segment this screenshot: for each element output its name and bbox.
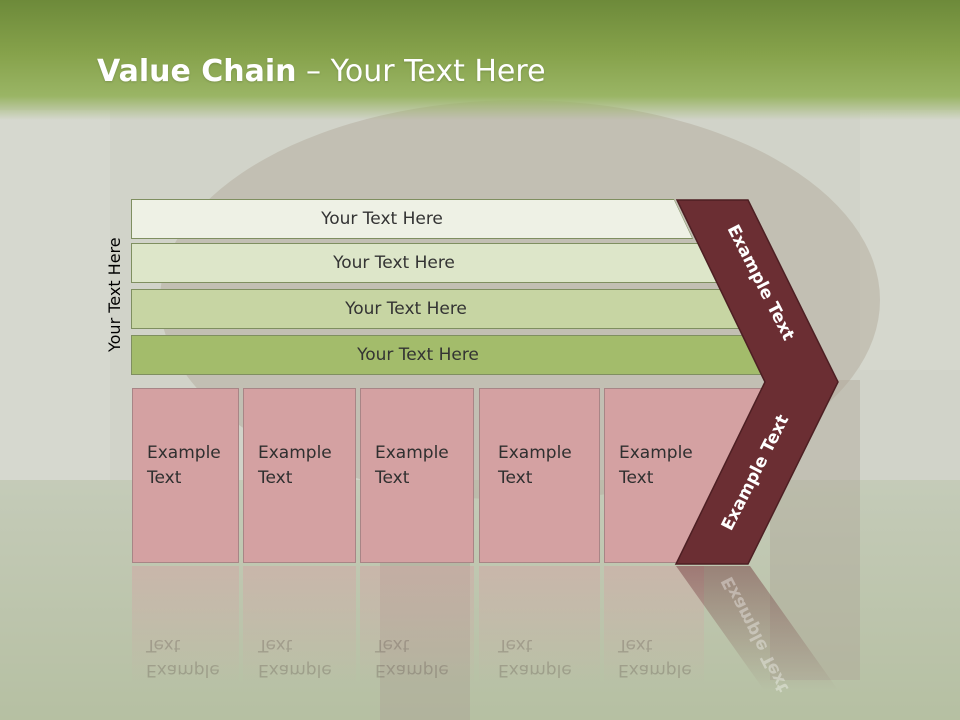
title-bold: Value Chain — [97, 54, 297, 89]
row-label: Your Text Here — [345, 299, 467, 319]
card-reflection — [479, 566, 600, 686]
title-bar — [0, 0, 960, 120]
card-reflection — [604, 566, 704, 686]
card-line2: Text — [498, 468, 533, 488]
card-line1: Example — [619, 443, 693, 463]
row-label: Your Text Here — [333, 253, 455, 273]
chevron-shape — [674, 199, 839, 565]
card-line1: Example — [147, 443, 221, 463]
card-line2: Text — [258, 468, 293, 488]
card-reflection — [243, 566, 356, 686]
card-reflection — [360, 566, 474, 686]
card-line2: Text — [619, 468, 654, 488]
card-line1: Example — [498, 443, 572, 463]
value-row-3: Your Text Here — [132, 290, 740, 328]
row-label: Your Text Here — [321, 209, 443, 229]
card-reflection — [132, 566, 239, 686]
value-row-2: Your Text Here — [132, 244, 716, 282]
chevron-reflection — [676, 566, 838, 690]
title-rest: – Your Text Here — [296, 54, 546, 89]
card-line2: Text — [375, 468, 410, 488]
value-row-4: Your Text Here — [132, 336, 764, 374]
value-row-1: Your Text Here — [132, 200, 692, 238]
card-line1: Example — [375, 443, 449, 463]
card-line1: Example — [258, 443, 332, 463]
row-label: Your Text Here — [357, 345, 479, 365]
slide-title: Value Chain – Your Text Here — [97, 54, 546, 89]
card-line2: Text — [147, 468, 182, 488]
